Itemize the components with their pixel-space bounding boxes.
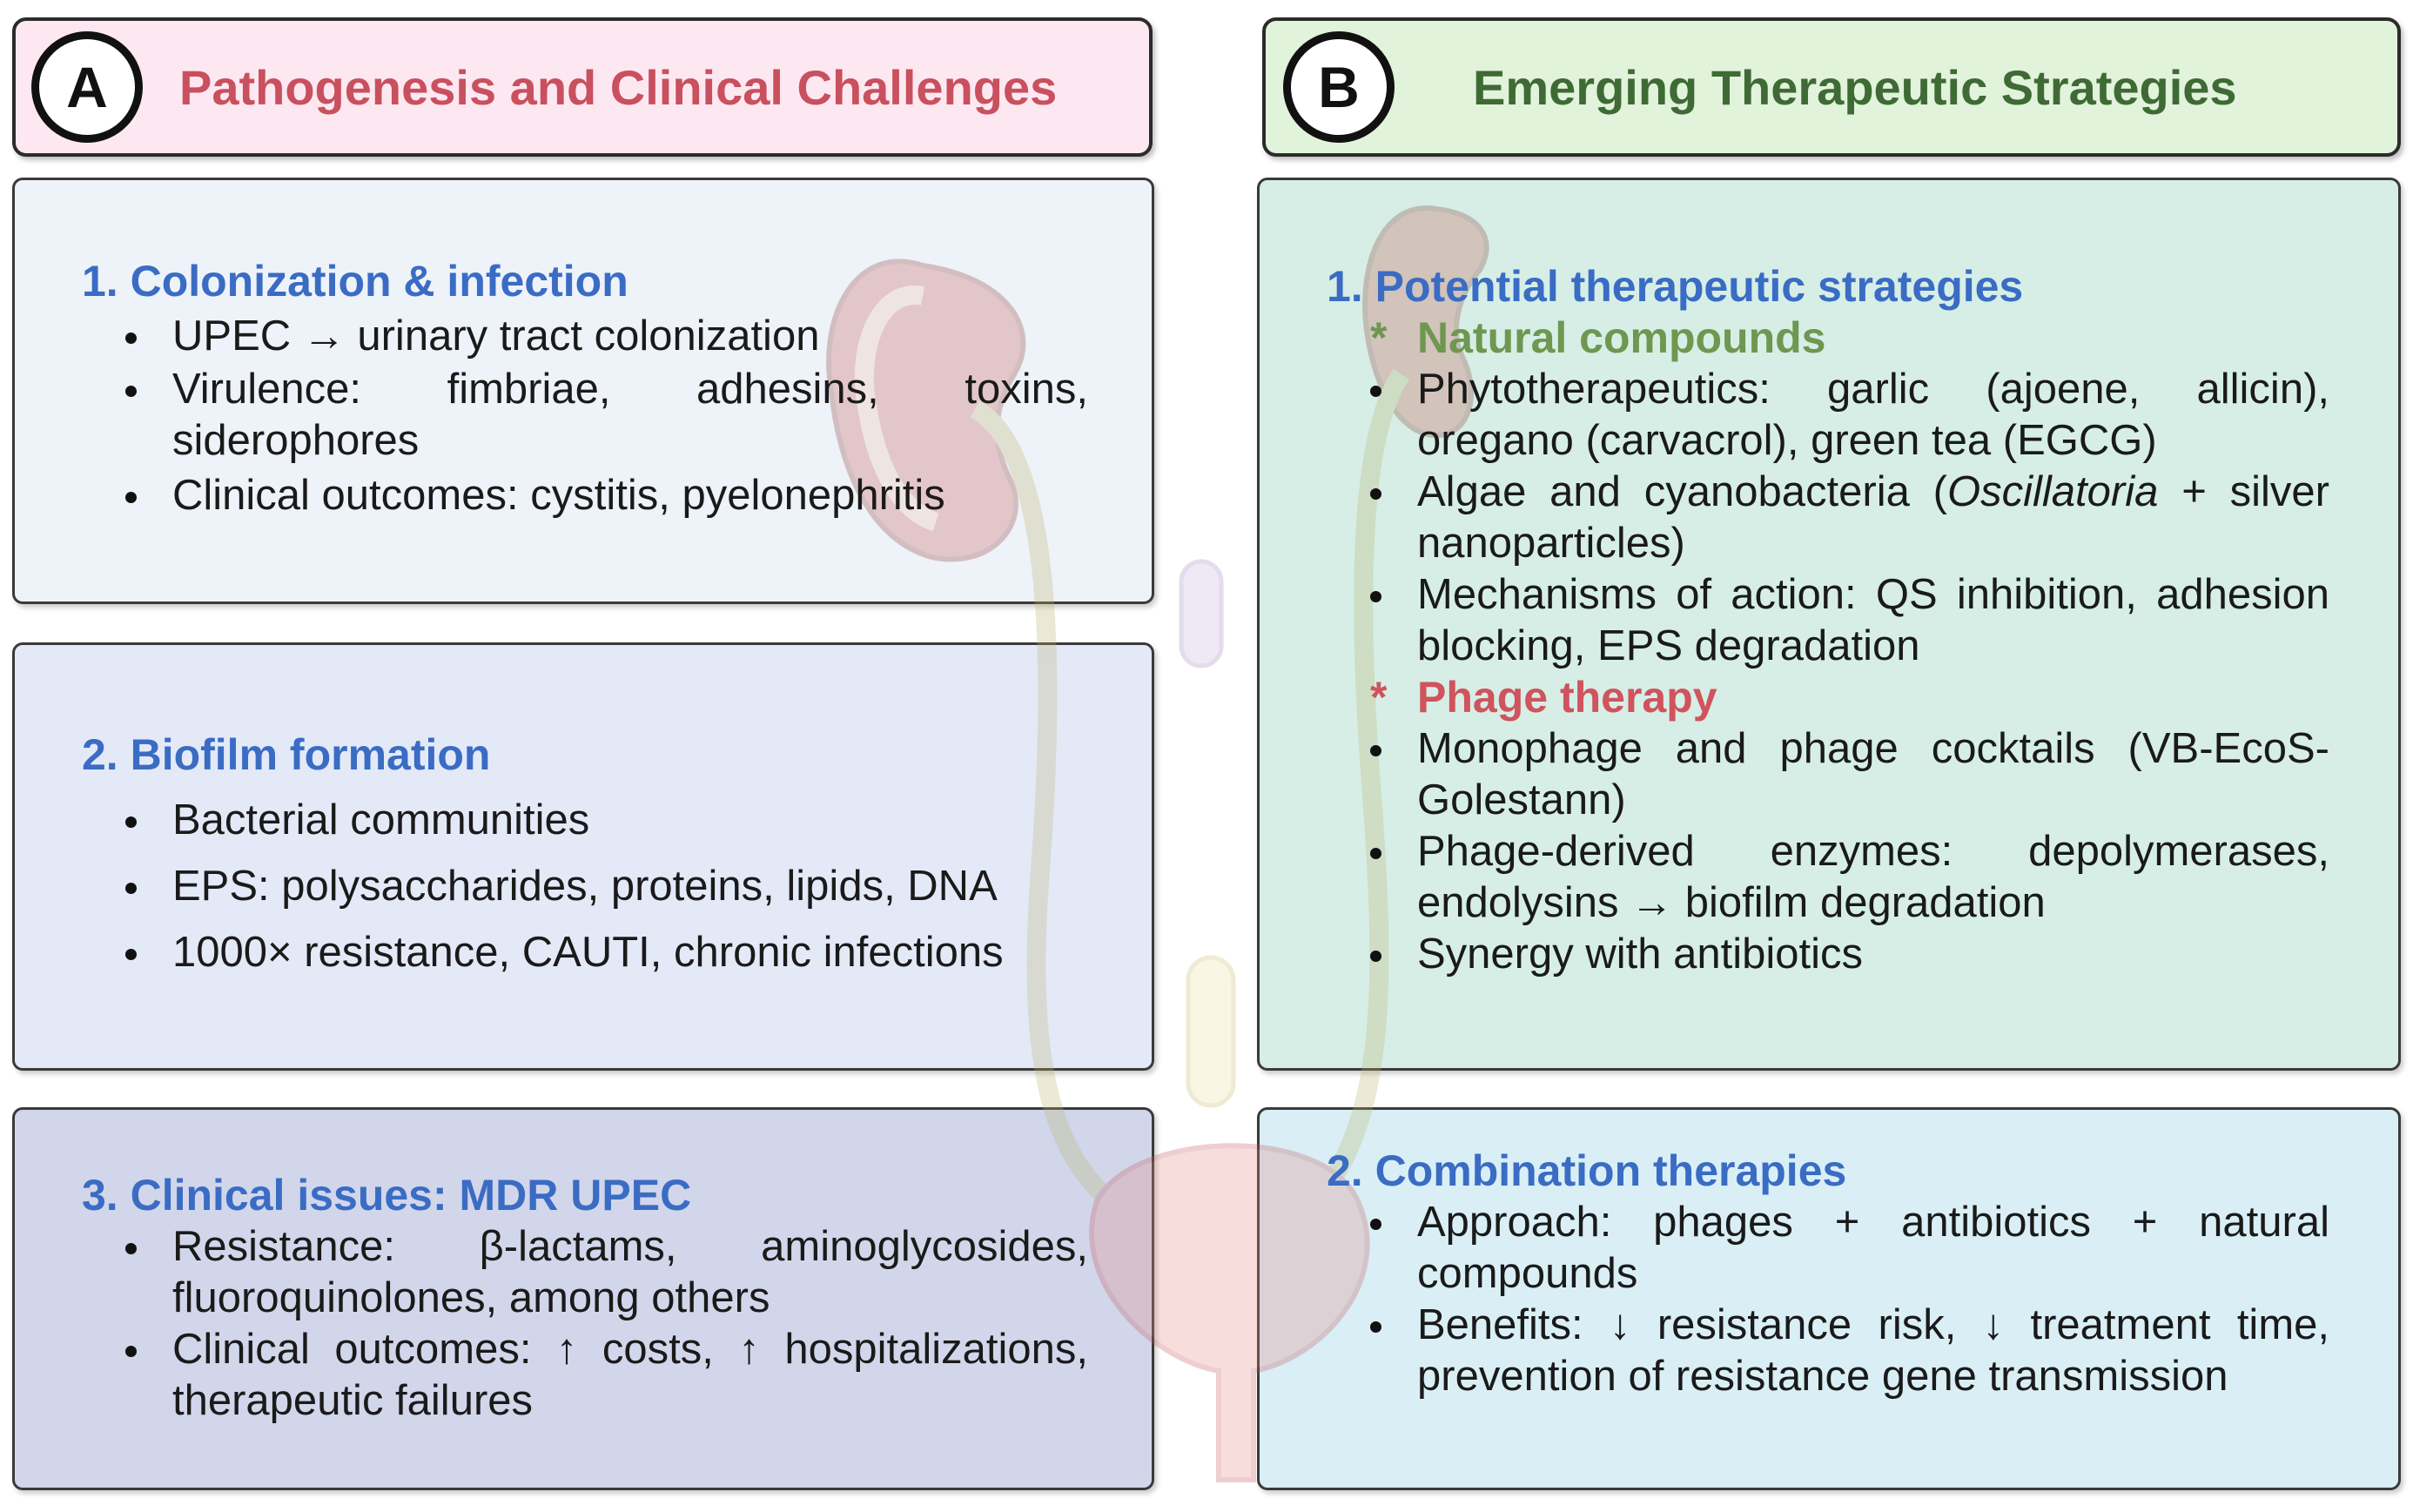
bacterium-icon-2 bbox=[1186, 955, 1236, 1108]
panel-b-label-circle: B bbox=[1283, 31, 1395, 143]
panel-a-clinical-issues bbox=[12, 1107, 1154, 1490]
section-a1-list: UPEC → urinary tract colonization Virule… bbox=[82, 311, 1088, 521]
bacterium-icon-1 bbox=[1179, 559, 1224, 669]
list-item: Phage-derived enzymes: depolymerases, en… bbox=[1327, 826, 2329, 929]
list-item: Clinical outcomes: ↑ costs, ↑ hospitaliz… bbox=[82, 1324, 1088, 1427]
section-a2: 2. Biofilm formation Bacterial communiti… bbox=[82, 729, 1088, 978]
phage-therapy-label: Phage therapy bbox=[1417, 673, 1717, 722]
natural-compounds-heading: * Natural compounds bbox=[1327, 312, 2329, 364]
list-item: Synergy with antibiotics bbox=[1327, 929, 2329, 980]
panel-a-colonization bbox=[12, 178, 1154, 604]
list-item: EPS: polysaccharides, proteins, lipids, … bbox=[82, 861, 1088, 912]
list-item: UPEC → urinary tract colonization bbox=[82, 311, 1088, 362]
oscillatoria-text: Oscillatoria bbox=[1947, 468, 2159, 515]
natural-compounds-label: Natural compounds bbox=[1417, 313, 1826, 362]
panel-a-title: Pathogenesis and Clinical Challenges bbox=[179, 59, 1058, 115]
list-item: Approach: phages + antibiotics + natural… bbox=[1327, 1197, 2329, 1300]
section-b2: 2. Combination therapies Approach: phage… bbox=[1327, 1146, 2329, 1402]
algae-text: Algae and cyanobacteria ( bbox=[1417, 468, 1947, 515]
list-item: Benefits: ↓ resistance risk, ↓ treatment… bbox=[1327, 1300, 2329, 1402]
star-marker: * bbox=[1370, 313, 1388, 362]
list-item: Clinical outcomes: cystitis, pyelonephri… bbox=[82, 470, 1088, 521]
list-item: Bacterial communities bbox=[82, 795, 1088, 846]
section-a3-title: 3. Clinical issues: MDR UPEC bbox=[82, 1171, 692, 1220]
list-item: Phytotherapeutics: garlic (ajoene, allic… bbox=[1327, 364, 2329, 467]
list-item: Algae and cyanobacteria (Oscillatoria + … bbox=[1327, 467, 2329, 569]
panel-a-label-circle: A bbox=[31, 31, 143, 143]
header-panel-b: B Emerging Therapeutic Strategies bbox=[1262, 17, 2401, 157]
panel-a-biofilm bbox=[12, 642, 1154, 1071]
section-a2-title: 2. Biofilm formation bbox=[82, 730, 491, 779]
phage-therapy-list: Monophage and phage cocktails (VB-EcoS-G… bbox=[1327, 723, 2329, 980]
section-b1: 1. Potential therapeutic strategies * Nat… bbox=[1327, 261, 2329, 980]
panel-b-therapeutic-strategies bbox=[1257, 178, 2401, 1071]
section-a1-title: 1. Colonization & infection bbox=[82, 257, 628, 306]
panel-b-combination bbox=[1257, 1107, 2401, 1490]
list-item: Virulence: fimbriae, adhesins, toxins, s… bbox=[82, 364, 1088, 467]
nanoparticles-text: + silver nanoparticles) bbox=[1417, 468, 2329, 567]
section-a1: 1. Colonization & infection UPEC → urina… bbox=[82, 256, 1088, 521]
header-panel-a: A Pathogenesis and Clinical Challenges bbox=[12, 17, 1153, 157]
list-item: Resistance: β-lactams, aminoglycosides, … bbox=[82, 1221, 1088, 1324]
phage-therapy-heading: * Phage therapy bbox=[1327, 672, 2329, 723]
star-marker: * bbox=[1370, 673, 1388, 722]
section-a2-list: Bacterial communities EPS: polysaccharid… bbox=[82, 795, 1088, 978]
natural-compounds-list: Phytotherapeutics: garlic (ajoene, allic… bbox=[1327, 364, 2329, 672]
panel-a-letter: A bbox=[66, 55, 108, 119]
list-item: Monophage and phage cocktails (VB-EcoS-G… bbox=[1327, 723, 2329, 826]
section-a3: 3. Clinical issues: MDR UPEC Resistance:… bbox=[82, 1170, 1088, 1427]
panel-b-title: Emerging Therapeutic Strategies bbox=[1473, 59, 2237, 115]
section-a3-list: Resistance: β-lactams, aminoglycosides, … bbox=[82, 1221, 1088, 1427]
panel-b-letter: B bbox=[1318, 55, 1360, 119]
list-item: Mechanisms of action: QS inhibition, adh… bbox=[1327, 569, 2329, 672]
list-item: 1000× resistance, CAUTI, chronic infecti… bbox=[82, 927, 1088, 978]
section-b1-title: 1. Potential therapeutic strategies bbox=[1327, 262, 2024, 311]
section-b2-title: 2. Combination therapies bbox=[1327, 1146, 1847, 1195]
section-b2-list: Approach: phages + antibiotics + natural… bbox=[1327, 1197, 2329, 1402]
